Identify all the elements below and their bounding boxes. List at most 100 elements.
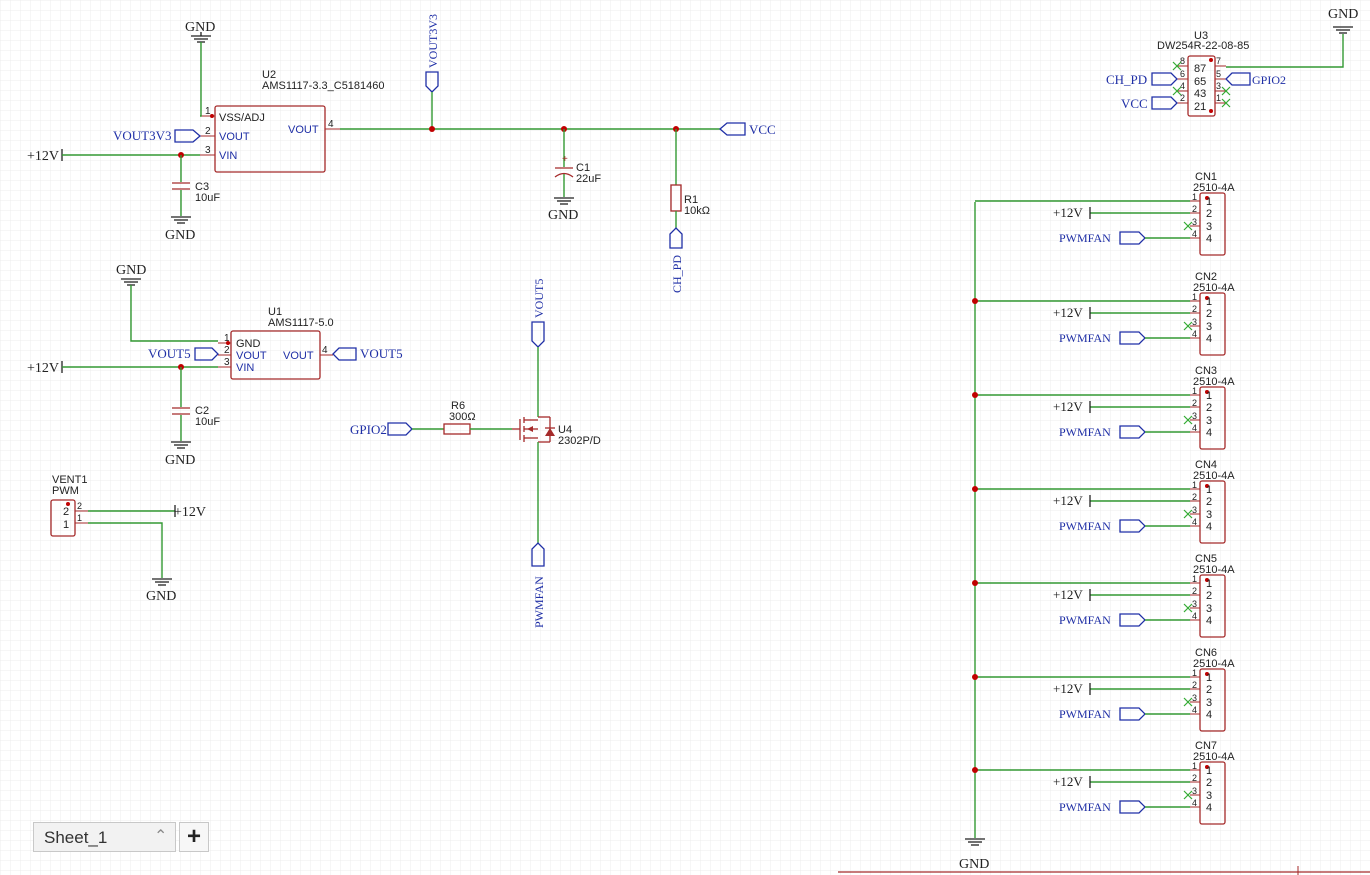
gnd-symbol-c1[interactable]: GND — [548, 197, 578, 223]
c1-ref: C1 — [576, 162, 590, 174]
gnd-symbol-c2[interactable]: GND — [165, 441, 195, 468]
p12v-label: +12V — [1053, 205, 1083, 220]
net-port-pwmfan-cn1[interactable]: PWMFAN — [1059, 231, 1146, 245]
power-12v-u1[interactable]: +12V — [27, 361, 63, 376]
junction — [972, 580, 978, 586]
chevron-up-icon[interactable]: ⌃ — [154, 828, 168, 845]
gnd-symbol-u3[interactable]: GND — [1328, 7, 1358, 34]
vent1-pin2-num: 2 — [77, 501, 82, 511]
connector-pin-label: 3 — [1206, 221, 1212, 233]
connector-pin-num: 1 — [1192, 761, 1197, 771]
connector-ref: CN4 — [1195, 459, 1217, 471]
net-port-vcc[interactable]: VCC — [719, 122, 776, 137]
net-port-vout5-mosfet[interactable]: VOUT5 — [531, 279, 546, 348]
c2-capacitor[interactable]: C2 10uF — [172, 367, 220, 441]
net-port-ch-pd-u3[interactable]: CH_PD — [1106, 72, 1178, 87]
connector-pin-num: 2 — [1192, 680, 1197, 690]
c3-capacitor[interactable]: C3 10uF — [172, 155, 220, 216]
connector-pin-label: 4 — [1206, 233, 1212, 245]
net-port-gpio2-mosfet[interactable]: GPIO2 — [350, 422, 413, 437]
connector-pin-num: 2 — [1192, 492, 1197, 502]
net-port-pwmfan-cn6[interactable]: PWMFAN — [1059, 707, 1146, 721]
power-12v-u2[interactable]: +12V — [27, 149, 63, 164]
gnd-symbol-u2[interactable]: GND — [185, 20, 215, 43]
gpio2-label: GPIO2 — [350, 422, 387, 437]
net-port-vout5-right[interactable]: VOUT5 — [332, 346, 403, 361]
gnd-label: GND — [146, 589, 176, 604]
gnd-symbol-bus[interactable]: GND — [959, 838, 989, 872]
net-port-vout5-left[interactable]: VOUT5 — [148, 346, 219, 361]
connector-pin-num: 4 — [1192, 229, 1197, 239]
r1-resistor[interactable]: R1 10kΩ — [670, 129, 710, 228]
connector-value: 2510-4A — [1193, 658, 1235, 670]
connector-ref: CN1 — [1195, 171, 1217, 183]
vent1-connector[interactable]: VENT1 PWM 2 1 2 1 — [50, 474, 88, 537]
net-port-pwmfan-cn3[interactable]: PWMFAN — [1059, 425, 1146, 439]
connector-pin-num: 4 — [1192, 517, 1197, 527]
add-sheet-button[interactable]: + — [179, 822, 209, 852]
connector-pin-num: 2 — [1192, 398, 1197, 408]
power-12v-cn5[interactable]: +12V — [1053, 587, 1091, 602]
gnd-symbol-c3[interactable]: GND — [165, 216, 195, 243]
net-port-pwmfan-mosfet[interactable]: PWMFAN — [531, 542, 546, 628]
connector-pin-num: 1 — [1192, 192, 1197, 202]
no-connect-marks — [1172, 61, 1231, 108]
c1-capacitor[interactable]: + C1 22uF — [554, 129, 601, 197]
net-port-vcc-u3[interactable]: VCC — [1121, 96, 1178, 111]
vout5-vertical-label: VOUT5 — [532, 279, 546, 318]
power-12v-cn2[interactable]: +12V — [1053, 305, 1091, 320]
connector-pin-label: 2 — [1206, 308, 1212, 320]
power-12v-cn1[interactable]: +12V — [1053, 205, 1091, 220]
connector-pin-label: 1 — [1206, 390, 1212, 402]
net-port-pwmfan-cn4[interactable]: PWMFAN — [1059, 519, 1146, 533]
connector-value: 2510-4A — [1193, 182, 1235, 194]
u3-value: DW254R-22-08-85 — [1157, 40, 1249, 52]
net-port-pwmfan-cn7[interactable]: PWMFAN — [1059, 800, 1146, 814]
pwmfan-label: PWMFAN — [1059, 331, 1111, 345]
gnd-symbol-u1[interactable]: GND — [116, 263, 146, 286]
power-12v-vent1[interactable]: +12V — [174, 505, 206, 520]
connector-pin-num: 3 — [1192, 693, 1197, 703]
power-12v-cn7[interactable]: +12V — [1053, 774, 1091, 789]
net-port-ch-pd-r1[interactable]: CH_PD — [669, 227, 684, 293]
u1-regulator[interactable]: U1 AMS1117-5.0 GND VOUT VIN VOUT 1 2 3 4 — [218, 306, 334, 380]
vent1-ref: VENT1 — [52, 474, 87, 486]
gnd-symbol-vent1[interactable]: GND — [146, 578, 176, 604]
vout5-label: VOUT5 — [360, 346, 403, 361]
net-port-pwmfan-cn5[interactable]: PWMFAN — [1059, 613, 1146, 627]
p12v-label: +12V — [1053, 399, 1083, 414]
connector-pin-num: 4 — [1192, 611, 1197, 621]
vout3v3-vertical-label: VOUT3V3 — [426, 14, 440, 68]
connector-body — [1199, 292, 1226, 356]
u4-mosfet[interactable]: U4 2302P/D — [512, 416, 601, 447]
power-12v-cn3[interactable]: +12V — [1053, 399, 1091, 414]
net-port-vout3v3-left[interactable]: VOUT3V3 — [113, 128, 201, 143]
connector-pin-num: 2 — [1192, 586, 1197, 596]
u2-pin4-label: VOUT — [288, 124, 319, 136]
power-12v-cn4[interactable]: +12V — [1053, 493, 1091, 508]
gnd-label: GND — [185, 20, 215, 35]
connector-pin-label: 1 — [1206, 296, 1212, 308]
u4-ref: U4 — [558, 424, 572, 436]
sheet-tab[interactable]: Sheet_1 ⌃ — [33, 822, 176, 852]
u1-ref: U1 — [268, 306, 282, 318]
power-12v-cn6[interactable]: +12V — [1053, 681, 1091, 696]
u2-regulator[interactable]: U2 AMS1117-3.3_C5181460 VSS/ADJ VOUT VIN… — [200, 69, 385, 173]
u3-header[interactable]: U3 DW254R-22-08-85 87 65 43 21 8 6 4 2 7… — [1157, 30, 1249, 117]
p12v-label: +12V — [1053, 493, 1083, 508]
pwmfan-label: PWMFAN — [1059, 231, 1111, 245]
r6-ref: R6 — [451, 400, 465, 412]
connector-pin-label: 3 — [1206, 603, 1212, 615]
net-port-vout3v3-top[interactable]: VOUT3V3 — [425, 14, 440, 129]
u2-pin3-num: 3 — [205, 145, 211, 156]
net-port-gpio2-u3[interactable]: GPIO2 — [1225, 72, 1286, 87]
net-port-pwmfan-cn2[interactable]: PWMFAN — [1059, 331, 1146, 345]
